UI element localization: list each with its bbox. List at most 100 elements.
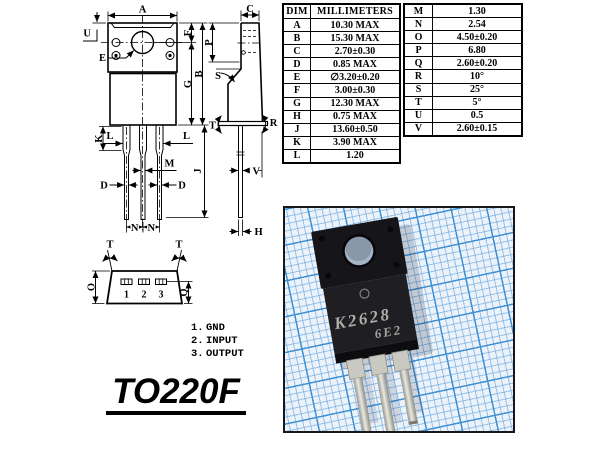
dim-value-cell: 10° — [432, 69, 523, 84]
front-view — [83, 11, 209, 233]
dimension-labels: A U E F G B J K L L M D D N N C P S T R — [83, 4, 277, 301]
dim-value-cell: 0.85 MAX — [310, 57, 401, 72]
legend-item-gnd: 1.GND — [191, 322, 244, 335]
dim-label-a: A — [139, 5, 147, 16]
dim-letter-cell: M — [403, 3, 433, 19]
dim-label-k: K — [94, 134, 105, 143]
dim-value-cell: 1.20 — [310, 148, 401, 164]
dim-value-cell: 13.60±0.50 — [310, 122, 401, 137]
pin-number-1: 1 — [124, 290, 129, 301]
dim-label-c: C — [246, 4, 254, 15]
package-title: TO220F — [106, 373, 246, 415]
dim-value-cell: 10.30 MAX — [310, 17, 401, 33]
component-image: K2628 6E2 — [311, 217, 433, 431]
dim-letter-cell: E — [282, 70, 311, 85]
dim-label-e: E — [99, 53, 106, 64]
component-photo: K2628 6E2 — [283, 206, 515, 433]
dim-letter-cell: O — [403, 30, 433, 45]
lead-3 — [399, 369, 418, 425]
dim-label-q: Q — [179, 288, 190, 296]
dim-value-cell: 15.30 MAX — [310, 31, 401, 46]
dim-letter-cell: J — [282, 122, 311, 137]
legend-item-output: 3.OUTPUT — [191, 348, 244, 361]
dim-label-t-bottom-right: T — [175, 240, 182, 251]
dim-value-cell: 1.30 — [432, 3, 523, 19]
manufacturer-logo — [359, 288, 370, 299]
lot-code-marking: 6E2 — [373, 322, 403, 342]
dim-letter-cell: B — [282, 31, 311, 46]
dim-label-g: G — [183, 80, 194, 88]
dim-label-d-left: D — [100, 181, 108, 192]
dim-letter-cell: A — [282, 17, 311, 33]
dim-label-o: O — [87, 283, 98, 291]
dimension-row: E∅3.20±0.20 — [282, 70, 401, 85]
dim-letter-cell: V — [403, 121, 433, 137]
dim-letter-cell: L — [282, 148, 311, 164]
mounting-hole — [343, 235, 375, 267]
legend-pin-number: 3. — [191, 348, 204, 360]
dim-label-v: V — [253, 167, 261, 178]
side-view — [208, 10, 269, 236]
header-cell: DIM — [282, 3, 311, 19]
dim-letter-cell: N — [403, 17, 433, 32]
dim-letter-cell: F — [282, 83, 311, 98]
dim-letter-cell: G — [282, 96, 311, 111]
dim-letter-cell: H — [282, 109, 311, 124]
lead-1 — [353, 377, 373, 431]
dim-label-u: U — [83, 29, 91, 40]
bottom-view — [92, 249, 193, 305]
dim-letter-cell: C — [282, 44, 311, 59]
dim-value-cell: 6.80 — [432, 43, 523, 58]
dim-label-n-right: N — [148, 223, 156, 234]
dim-letter-cell: K — [282, 135, 311, 150]
transistor-body: K2628 6E2 — [311, 217, 419, 431]
dim-letter-cell: D — [282, 57, 311, 72]
dim-label-p: P — [204, 39, 215, 46]
header-cell: MILLIMETERS — [310, 3, 401, 19]
dim-label-j: J — [193, 168, 204, 173]
dim-value-cell: 2.60±0.15 — [432, 121, 523, 137]
package-outline-drawing: A U E F G B J K L L M D D N N C P S T R — [83, 4, 278, 305]
dim-label-t-side: T — [209, 121, 216, 132]
lead-2 — [376, 373, 397, 431]
dim-value-cell: 2.70±0.30 — [310, 44, 401, 59]
dim-value-cell: 3.90 MAX — [310, 135, 401, 150]
dim-label-t-bottom-left: T — [106, 240, 113, 251]
dim-label-d-right: D — [178, 181, 186, 192]
dim-label-s: S — [215, 71, 221, 82]
dim-label-m: M — [165, 159, 175, 170]
pin-legend: 1.GND 2.INPUT 3.OUTPUT — [191, 322, 244, 361]
legend-pin-number: 2. — [191, 335, 204, 347]
dim-value-cell: 0.75 MAX — [310, 109, 401, 124]
legend-pin-name: OUTPUT — [206, 348, 244, 360]
legend-pin-name: GND — [206, 322, 225, 334]
dim-letter-cell: P — [403, 43, 433, 58]
legend-pin-number: 1. — [191, 322, 204, 334]
dim-letter-cell: T — [403, 95, 433, 110]
dim-label-b: B — [194, 70, 205, 77]
dim-label-l-right: L — [183, 131, 190, 142]
legend-pin-name: INPUT — [206, 335, 238, 347]
dim-value-cell: 0.5 — [432, 108, 523, 123]
dim-letter-cell: Q — [403, 56, 433, 71]
